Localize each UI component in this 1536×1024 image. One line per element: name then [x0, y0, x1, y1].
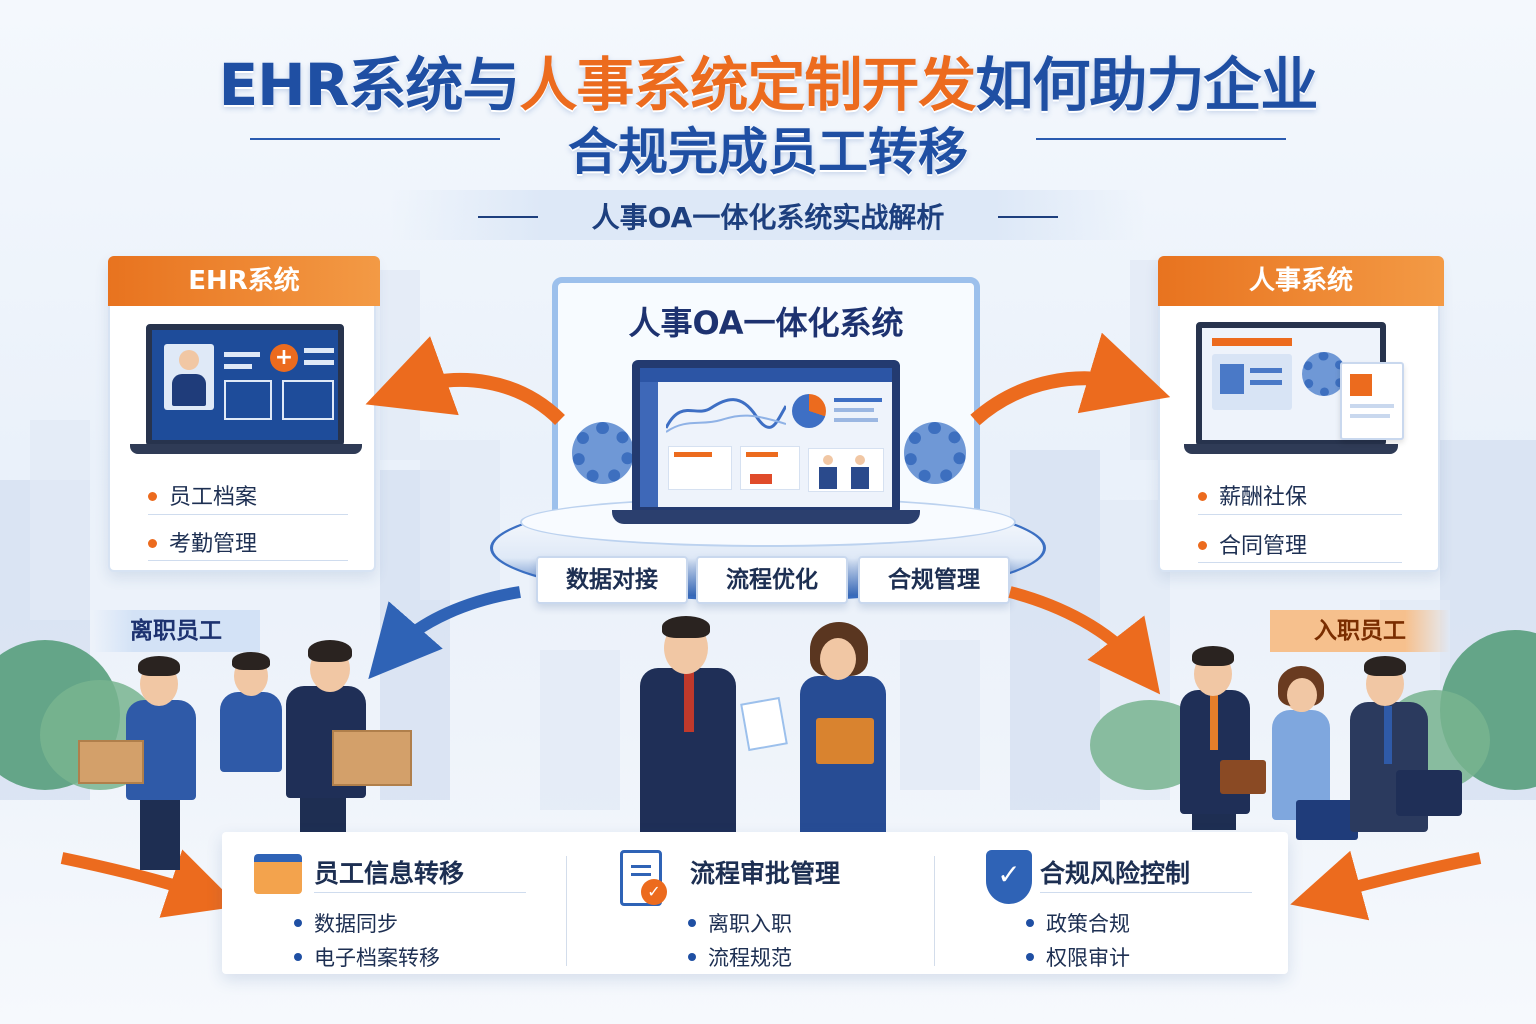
- subtitle: 人事OA一体化系统实战解析: [591, 201, 945, 234]
- folder: [816, 718, 874, 764]
- arrow-bottom-right: [1290, 850, 1482, 921]
- hr-laptop-icon: [1196, 322, 1386, 446]
- pill-compliance-management: 合规管理: [858, 556, 1010, 604]
- page-title-line-2: 合规完成员工转移: [568, 123, 968, 181]
- bottom-col-0-item-0: 数据同步: [294, 908, 398, 938]
- laptop-base: [612, 510, 920, 524]
- bottom-col-title-0: 员工信息转移: [314, 859, 465, 888]
- hr-item-0: 薪酬社保: [1198, 479, 1307, 511]
- hr-system-card: 人事系统 薪酬社保 合同管理: [1158, 256, 1444, 572]
- bottom-col-2-item-1: 权限审计: [1026, 942, 1130, 972]
- arrow-to-departing: [368, 586, 521, 680]
- handshake-icon: [808, 448, 884, 492]
- ehr-system-card: EHR系统 + 员工档案 考勤管理: [108, 256, 380, 572]
- title-part-3: 如何助力企业: [975, 51, 1318, 119]
- ehr-laptop-icon: +: [146, 324, 344, 446]
- subtitle-dash-left: [478, 216, 538, 218]
- ehr-item-1: 考勤管理: [148, 526, 257, 558]
- bottom-col-2-item-0: 政策合规: [1026, 908, 1130, 938]
- title-divider-left: [250, 138, 500, 140]
- medical-plus-icon: +: [270, 344, 298, 372]
- ribbon-departing-employees: 离职员工: [92, 610, 260, 652]
- dashboard-laptop: [632, 360, 900, 515]
- clipboard-check-icon: ✓: [620, 850, 667, 906]
- folder-icon: [254, 854, 302, 894]
- pill-process-optimization: 流程优化: [696, 556, 848, 604]
- title-divider-right: [1036, 138, 1286, 140]
- bottom-col-0-item-1: 电子档案转移: [294, 942, 440, 972]
- bottom-col-1-item-1: 流程规范: [688, 942, 792, 972]
- handover-document: [740, 696, 788, 752]
- shield-check-icon: ✓: [986, 850, 1032, 904]
- arrow-to-hr: [970, 332, 1171, 426]
- title-highlight: 人事系统定制开发: [519, 51, 976, 119]
- arrow-bottom-left: [60, 849, 240, 918]
- pill-data-integration: 数据对接: [536, 556, 688, 604]
- subtitle-dash-right: [998, 216, 1058, 218]
- bottom-col-title-1: 流程审批管理: [690, 859, 841, 888]
- bottom-summary-panel: 员工信息转移 数据同步 电子档案转移 ✓ 流程审批管理 离职入职 流程规范 ✓ …: [222, 832, 1288, 974]
- oa-system-title: 人事OA一体化系统: [628, 304, 904, 342]
- line-chart-icon: [666, 398, 786, 433]
- gear-icon: [1302, 352, 1346, 396]
- hr-card-heading: 人事系统: [1158, 256, 1444, 306]
- id-card-icon: [1212, 354, 1292, 410]
- subtitle-band: [390, 190, 1146, 240]
- bottom-col-1-item-0: 离职入职: [688, 908, 792, 938]
- ehr-card-heading: EHR系统: [108, 256, 380, 306]
- document-icon: [1340, 362, 1404, 440]
- pie-chart-icon: [792, 394, 826, 428]
- profile-photo-icon: [164, 344, 214, 410]
- page-title: EHR系统与人事系统定制开发如何助力企业: [0, 38, 1536, 122]
- ribbon-joining-employees: 入职员工: [1270, 610, 1450, 652]
- bottom-col-title-2: 合规风险控制: [1040, 859, 1191, 888]
- arrow-to-joining: [1008, 586, 1161, 695]
- hr-item-1: 合同管理: [1198, 528, 1307, 560]
- ehr-item-0: 员工档案: [148, 479, 257, 511]
- arrow-to-ehr: [365, 336, 565, 426]
- title-part-1: EHR系统与: [218, 51, 521, 119]
